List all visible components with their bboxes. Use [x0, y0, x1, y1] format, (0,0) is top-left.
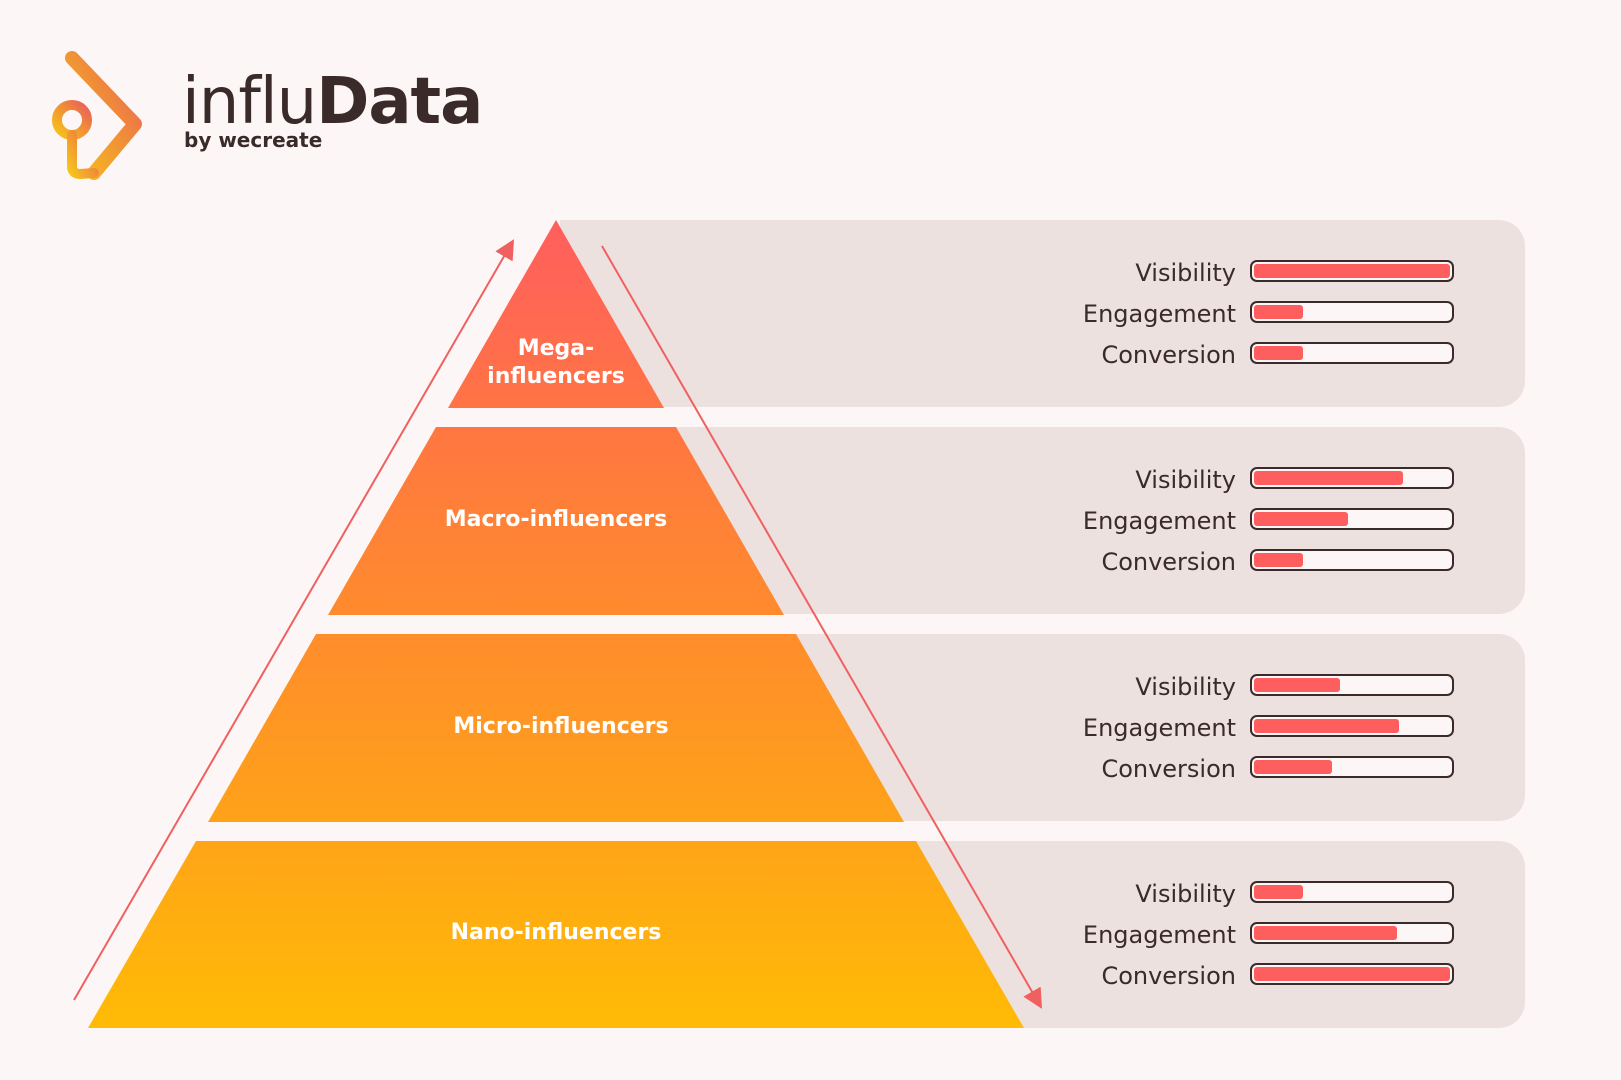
metric-bar [1250, 963, 1454, 985]
metric-bar-fill [1254, 553, 1303, 567]
metric-conversion: Conversion [1040, 754, 1460, 784]
metric-visibility: Visibility [1040, 258, 1460, 288]
metric-label: Visibility [1135, 466, 1236, 494]
metric-bar [1250, 508, 1454, 530]
brand-subtitle: by wecreate [184, 128, 323, 152]
metric-visibility: Visibility [1040, 672, 1460, 702]
metric-engagement: Engagement [1040, 506, 1460, 536]
metric-bar-fill [1254, 967, 1450, 981]
metric-bar-fill [1254, 678, 1340, 692]
brand-name-light: influ [182, 65, 317, 139]
metric-bar-fill [1254, 305, 1303, 319]
metric-conversion: Conversion [1040, 340, 1460, 370]
metric-bar [1250, 301, 1454, 323]
metric-bar [1250, 467, 1454, 489]
tier-micro-shape [208, 634, 904, 822]
metric-bar-fill [1254, 719, 1399, 733]
tier-label-macro: Macro-influencers [444, 507, 668, 532]
metric-engagement: Engagement [1040, 920, 1460, 950]
tier-nano-shape [88, 841, 1024, 1028]
metric-label: Engagement [1082, 714, 1236, 742]
infludata-logo-icon [52, 51, 142, 180]
metric-engagement: Engagement [1040, 713, 1460, 743]
metric-visibility: Visibility [1040, 879, 1460, 909]
metric-label: Visibility [1135, 259, 1236, 287]
metric-bar [1250, 342, 1454, 364]
metric-label: Conversion [1101, 755, 1236, 783]
metric-bar-fill [1254, 926, 1397, 940]
metric-label: Conversion [1101, 341, 1236, 369]
metric-bar-fill [1254, 760, 1332, 774]
metric-bar [1250, 674, 1454, 696]
metric-label: Engagement [1082, 300, 1236, 328]
arrow-up-left [73, 239, 515, 1001]
tier-label-mega: Mega- influencers [487, 336, 625, 389]
metric-bar-fill [1254, 885, 1303, 899]
metric-visibility: Visibility [1040, 465, 1460, 495]
arrow-down-right [601, 245, 1042, 1009]
metric-bar [1250, 715, 1454, 737]
metric-bar [1250, 756, 1454, 778]
metric-conversion: Conversion [1040, 547, 1460, 577]
metric-bar [1250, 922, 1454, 944]
brand-header: influData by wecreate [50, 48, 483, 188]
metric-bar [1250, 549, 1454, 571]
metric-engagement: Engagement [1040, 299, 1460, 329]
metric-bar-fill [1254, 346, 1303, 360]
metric-label: Engagement [1082, 921, 1236, 949]
metric-bar-fill [1254, 471, 1403, 485]
tier-label-nano: Nano-influencers [450, 920, 662, 945]
metric-bar [1250, 881, 1454, 903]
metric-label: Conversion [1101, 962, 1236, 990]
tier-panel-mega: Visibility Engagement Conversion [560, 220, 1525, 407]
tier-mega-shape [448, 220, 664, 408]
tier-label-micro: Micro-influencers [453, 714, 669, 739]
tier-macro-shape [328, 427, 784, 615]
brand-name: influData [182, 70, 483, 134]
metric-label: Conversion [1101, 548, 1236, 576]
metric-label: Visibility [1135, 880, 1236, 908]
metric-bar-fill [1254, 264, 1450, 278]
brand-name-bold: Data [316, 65, 483, 139]
metric-conversion: Conversion [1040, 961, 1460, 991]
metric-bar-fill [1254, 512, 1348, 526]
metric-label: Visibility [1135, 673, 1236, 701]
metric-bar [1250, 260, 1454, 282]
metric-label: Engagement [1082, 507, 1236, 535]
